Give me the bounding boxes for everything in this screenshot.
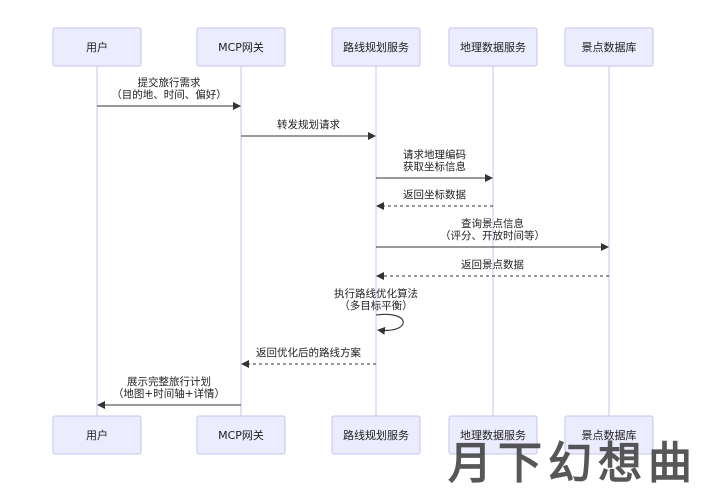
message-8: 返回优化后的路线方案 — [241, 346, 376, 368]
message-label: 提交旅行需求 — [138, 76, 201, 89]
message-label: 返回景点数据 — [461, 258, 524, 271]
message-label: 返回坐标数据 — [403, 188, 466, 201]
message-9: 展示完整旅行计划（地图+时间轴+详情） — [97, 375, 241, 409]
message-label: 请求地理编码 — [403, 148, 466, 161]
message-label: 返回优化后的路线方案 — [256, 346, 361, 359]
participant-user-top: 用户 — [52, 27, 142, 67]
message-6: 返回景点数据 — [376, 258, 609, 280]
participant-geo-top: 地理数据服务 — [448, 27, 538, 67]
message-5: 查询景点信息（评分、开放时间等） — [376, 217, 609, 251]
participant-label: 景点数据库 — [582, 40, 637, 54]
participant-label: 路线规划服务 — [343, 428, 409, 442]
message-label: 转发规划请求 — [277, 118, 340, 131]
message-4: 返回坐标数据 — [376, 188, 493, 210]
participant-poi-top: 景点数据库 — [564, 27, 654, 67]
participant-gateway-top: MCP网关 — [196, 27, 286, 67]
participant-route-top: 路线规划服务 — [331, 27, 421, 67]
participant-geo-bottom: 地理数据服务 — [448, 415, 538, 455]
self-loop-arrow — [375, 313, 404, 335]
participant-label: 景点数据库 — [582, 428, 637, 442]
message-label: （评分、开放时间等） — [440, 229, 545, 242]
participant-label: 地理数据服务 — [460, 428, 526, 442]
message-label: 执行路线优化算法 — [334, 287, 418, 300]
participant-user-bottom: 用户 — [52, 415, 142, 455]
message-label: （地图+时间轴+详情） — [113, 387, 225, 400]
message-1: 提交旅行需求（目的地、时间、偏好） — [97, 76, 241, 110]
message-label: （多目标平衡） — [339, 299, 413, 312]
participant-label: 地理数据服务 — [460, 40, 526, 54]
watermark: 月下幻想曲 — [448, 438, 698, 489]
message-label: 查询景点信息 — [461, 217, 524, 230]
message-2: 转发规划请求 — [241, 118, 376, 140]
participant-label: MCP网关 — [218, 428, 264, 442]
message-label: 展示完整旅行计划 — [127, 375, 211, 388]
participant-label: 用户 — [86, 428, 108, 442]
participant-label: MCP网关 — [218, 40, 264, 54]
participant-label: 路线规划服务 — [343, 40, 409, 54]
participant-gateway-bottom: MCP网关 — [196, 415, 286, 455]
message-7: 执行路线优化算法（多目标平衡） — [334, 287, 418, 335]
participant-route-bottom: 路线规划服务 — [331, 415, 421, 455]
participant-poi-bottom: 景点数据库 — [564, 415, 654, 455]
message-label: 获取坐标信息 — [403, 160, 466, 173]
participant-label: 用户 — [86, 40, 108, 54]
message-label: （目的地、时间、偏好） — [111, 88, 227, 101]
